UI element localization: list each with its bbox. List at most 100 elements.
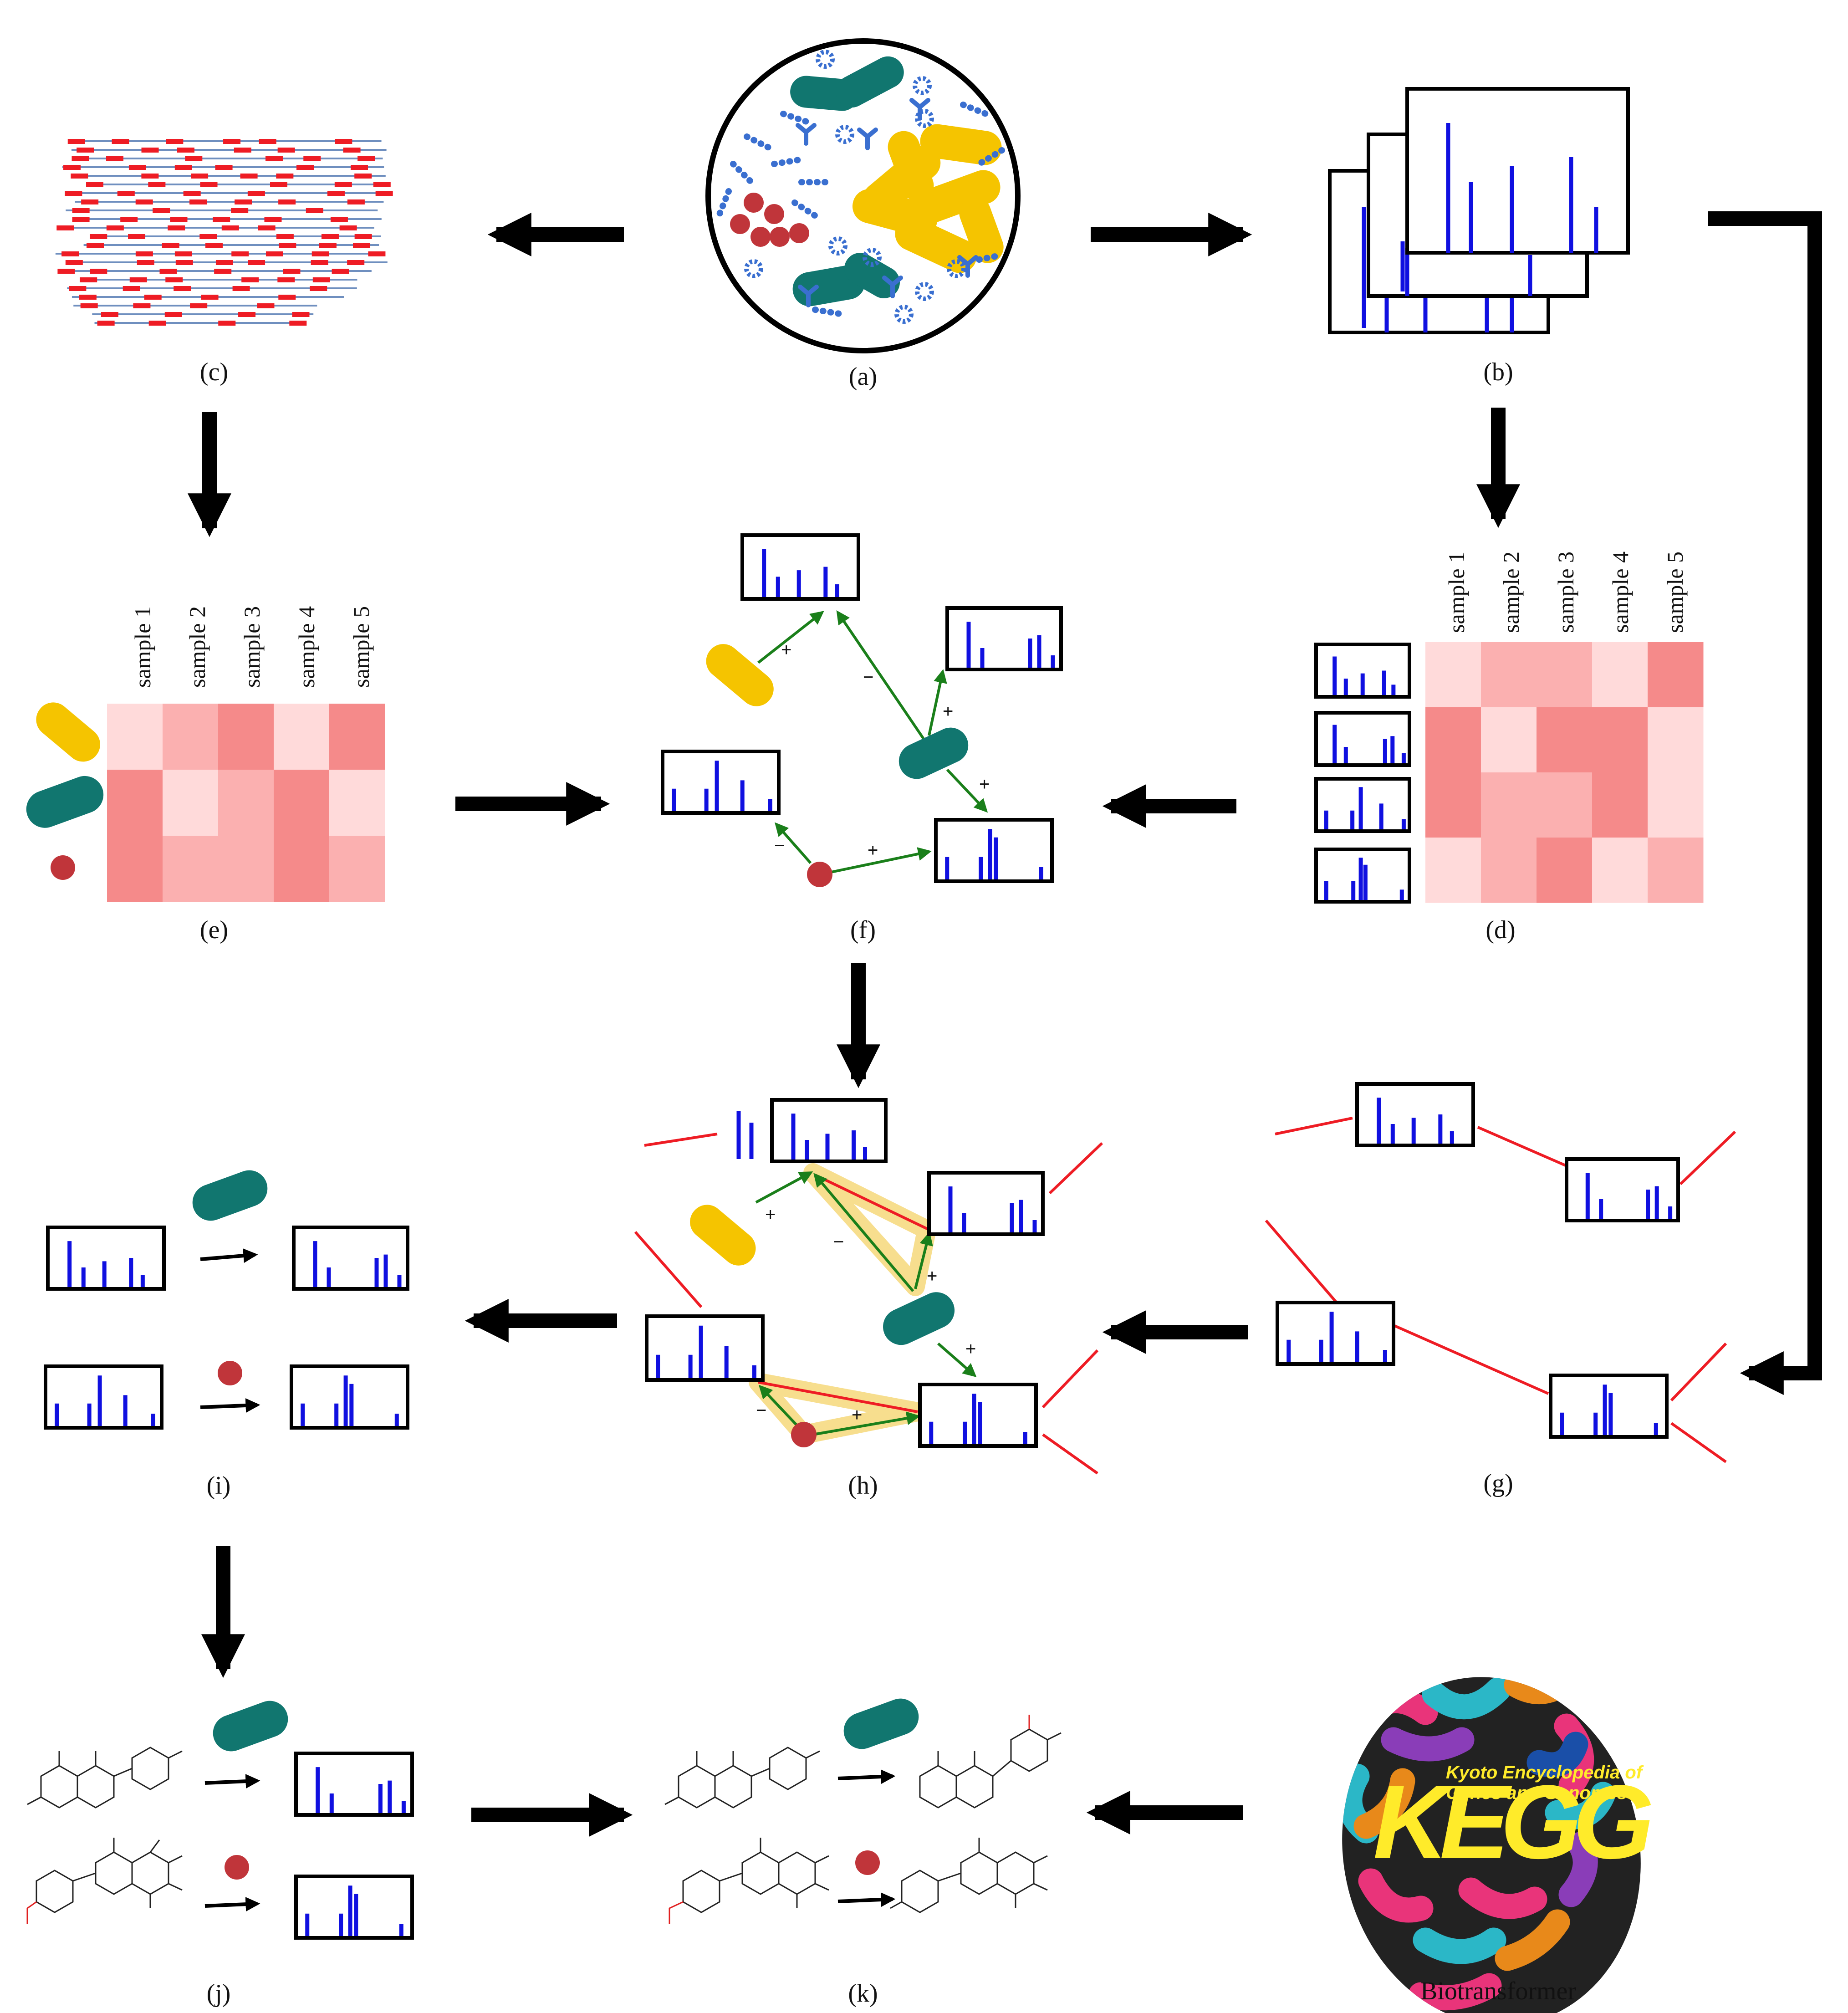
- sign-f-3: +: [943, 701, 953, 721]
- read-segment: [72, 208, 90, 213]
- read-segment: [112, 139, 129, 144]
- read-segment: [189, 199, 207, 204]
- read-segment: [71, 156, 89, 161]
- sign-h-1: +: [765, 1205, 776, 1225]
- read-segment: [190, 303, 208, 308]
- spectrum-box: [740, 533, 860, 601]
- read-segment: [191, 174, 209, 179]
- heatmap-cell: [218, 770, 274, 836]
- column-header-d-4: sample 4: [1608, 552, 1633, 633]
- panel-label-c: (c): [200, 358, 228, 386]
- sign-h-3: +: [927, 1266, 937, 1286]
- column-header-d-1: sample 1: [1444, 552, 1469, 633]
- read-segment: [277, 277, 295, 282]
- read-segment: [354, 234, 372, 239]
- panel-label-i: (i): [207, 1471, 231, 1500]
- heatmap-cell: [1481, 707, 1537, 773]
- read-segment: [77, 148, 94, 153]
- spectrum-box: [1355, 1082, 1475, 1147]
- heatmap-cell: [274, 704, 330, 770]
- red-cell-icon: [218, 1361, 242, 1385]
- read-segment: [162, 243, 179, 248]
- read-segment: [165, 277, 183, 282]
- heatmap-cell: [163, 770, 219, 836]
- read-segment: [238, 312, 256, 317]
- heatmap-cell: [1592, 772, 1648, 838]
- reaction-arrow: [200, 1248, 258, 1263]
- mass-spectrum-icon: [1328, 87, 1630, 334]
- spectrum-box: [1314, 848, 1411, 904]
- sign-f-1: +: [781, 640, 791, 660]
- reaction-arrow: [204, 1897, 260, 1912]
- red-cell-icon: [225, 1855, 249, 1880]
- heatmap-cell: [218, 836, 274, 902]
- read-segment: [368, 251, 386, 256]
- spectrum-box: [645, 1314, 765, 1382]
- spectrum-box: [292, 1226, 409, 1291]
- read-segment: [153, 208, 170, 213]
- read-segment: [90, 269, 107, 274]
- network-h: + − + + + −: [634, 1111, 1103, 1475]
- read-segment: [319, 243, 337, 248]
- column-header-d-3: sample 3: [1553, 552, 1578, 633]
- column-header-e-5: sample 5: [348, 606, 374, 688]
- read-segment: [357, 156, 375, 161]
- read-segment: [128, 234, 146, 239]
- kegg-title-line-2: Genes and Genomes: [1446, 1783, 1627, 1803]
- yellow-microbe-icon: [36, 702, 100, 762]
- read-segment: [199, 234, 217, 239]
- heatmap-cell: [1425, 707, 1481, 773]
- sign-h-2: −: [833, 1232, 844, 1252]
- kegg-logo-letters: KEGG: [1373, 1763, 1651, 1880]
- spectrum-box: [44, 1364, 163, 1430]
- read-segment: [123, 286, 140, 291]
- heatmap-d: sample 1 sample 2 sample 3 sample 4 samp…: [1425, 552, 1704, 903]
- read-segment: [343, 148, 361, 153]
- read-segment: [330, 217, 348, 222]
- read-segment: [289, 321, 307, 326]
- spectrum-box: [945, 606, 1063, 671]
- heatmap-cell: [274, 836, 330, 902]
- kegg-logo-icon: KEGG Kyoto Encyclopedia of Genes and Gen…: [1337, 1659, 1660, 2013]
- read-segment: [351, 165, 368, 170]
- read-segment: [61, 251, 79, 256]
- read-segment: [215, 165, 233, 170]
- heatmap-cell: [1648, 707, 1704, 773]
- column-header-d-5: sample 5: [1662, 552, 1688, 633]
- read-segment: [133, 303, 151, 308]
- spectrum-frame: [945, 606, 1063, 671]
- red-cell-icon: [807, 862, 832, 887]
- read-segment: [117, 191, 135, 196]
- read-segment: [247, 191, 265, 196]
- read-segment: [354, 174, 372, 179]
- heatmap-cell: [107, 770, 163, 836]
- teal-microbe-icon: [843, 1698, 919, 1749]
- read-segment: [67, 139, 85, 144]
- heatmap-cell: [1481, 772, 1537, 838]
- heatmap-cell: [1425, 772, 1481, 838]
- read-segment: [311, 260, 328, 265]
- teal-microbe-icon: [192, 1170, 268, 1221]
- heatmap-cell: [1648, 772, 1704, 838]
- read-segment: [185, 156, 203, 161]
- flow-arrows: [188, 211, 1822, 1837]
- read-segment: [276, 174, 294, 179]
- heatmap-cell: [329, 836, 385, 902]
- spectrum-box: [927, 1171, 1045, 1236]
- sign-h-4: +: [965, 1339, 976, 1359]
- sign-f-2: −: [863, 667, 873, 687]
- spectrum-box: [918, 1383, 1038, 1448]
- read-segment: [221, 225, 239, 230]
- read-segment: [72, 217, 90, 222]
- read-segment: [148, 321, 166, 326]
- teal-microbe-icon: [213, 1701, 288, 1752]
- read-segment: [347, 260, 365, 265]
- red-cell-icon: [791, 1422, 817, 1447]
- read-segment: [164, 312, 182, 317]
- read-segment: [270, 182, 288, 187]
- read-segment: [283, 269, 301, 274]
- heatmap-cell: [1481, 838, 1537, 903]
- biotransformer-caption: Biotransformer: [1420, 1977, 1576, 2005]
- spectrum-box: [1314, 777, 1411, 833]
- read-segment: [310, 286, 327, 291]
